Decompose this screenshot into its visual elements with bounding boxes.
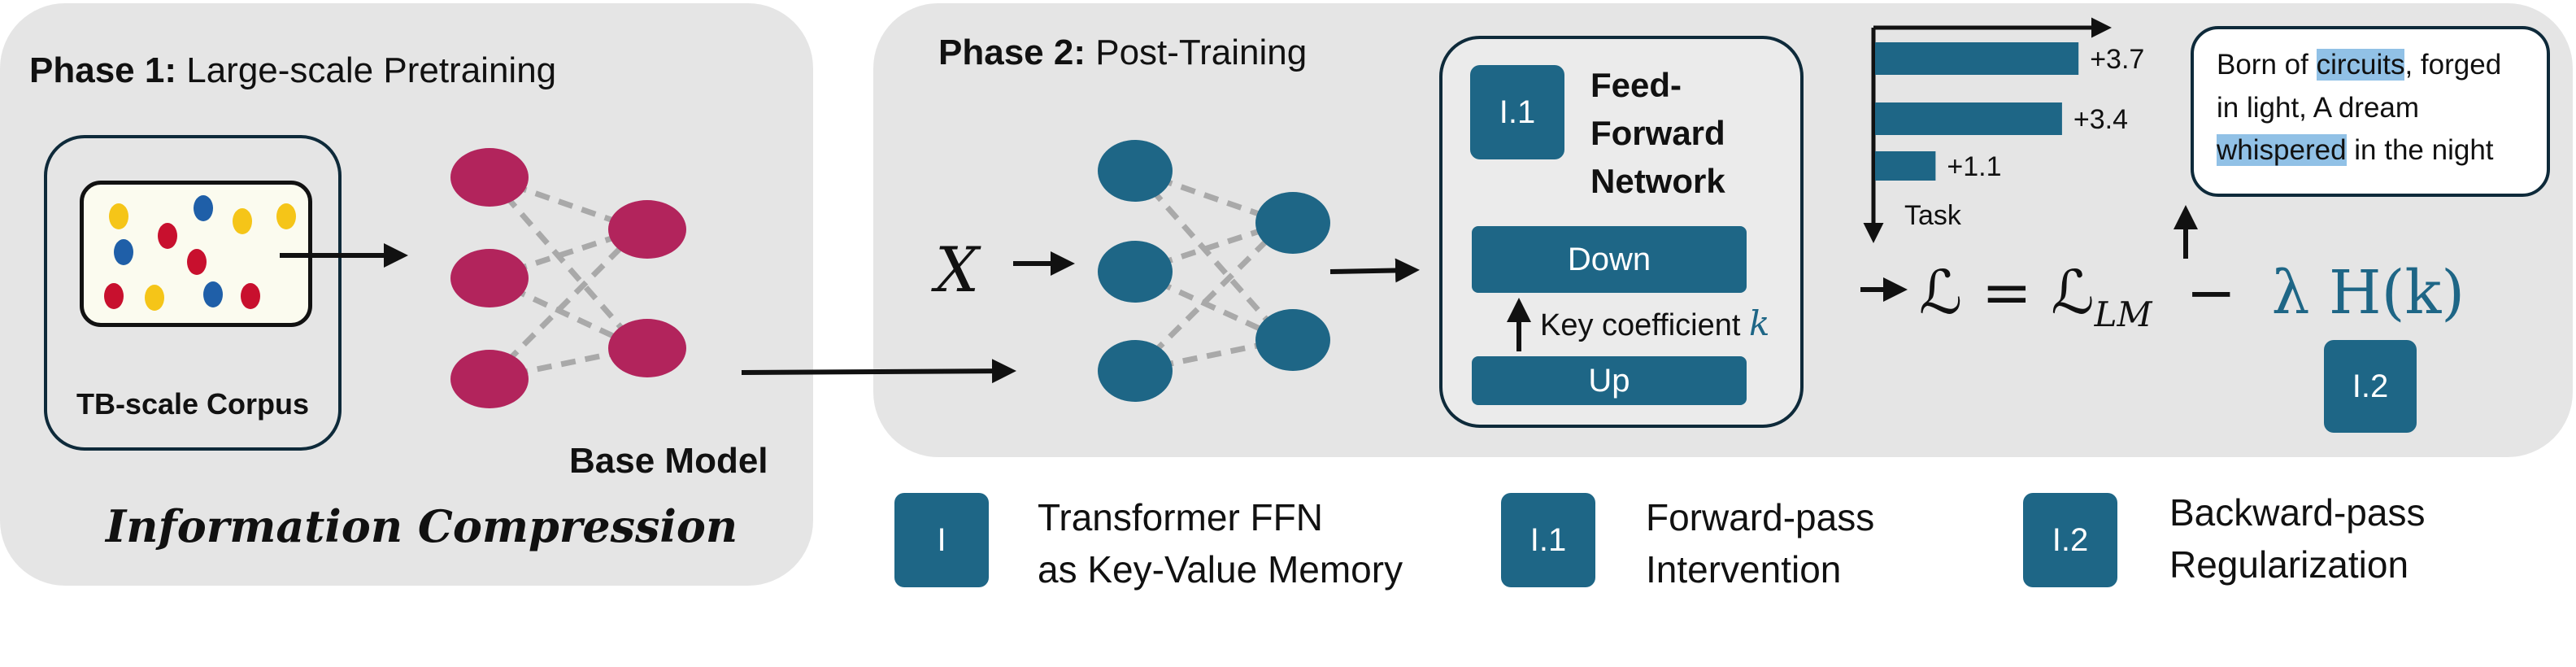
legend-text-i-line-2: as Key-Value Memory — [1038, 548, 1403, 591]
sample-text-1a: Born of — [2217, 49, 2317, 81]
legend-text-i1-line-1: Forward-pass — [1646, 496, 1875, 538]
corpus-outer-box — [44, 135, 342, 451]
legend-text-i2-line-1: Backward-pass — [2169, 491, 2426, 534]
base-model-label: Base Model — [569, 441, 768, 481]
phase2-title: Phase 2: Post-Training — [938, 33, 1307, 74]
ffn-badge-i1: I.1 — [1470, 65, 1564, 159]
sample-text-highlight-circuits: circuits — [2316, 49, 2405, 81]
input-x-symbol: X — [935, 233, 980, 306]
legend-text-i1: Forward-pass Intervention — [1646, 491, 1874, 596]
ffn-title-line-1: Feed- — [1590, 66, 1682, 104]
sample-text-line-3: whispered in the night — [2217, 129, 2547, 172]
loss-formula: ℒ = ℒLM − λ H(k) — [1919, 258, 2465, 334]
legend-text-i2-line-2: Regularization — [2169, 543, 2409, 586]
loss-regularizer: λ H(k) — [2271, 258, 2465, 328]
sample-text-1b: , forged — [2404, 49, 2502, 81]
phase2-title-bold: Phase 2: — [938, 33, 1086, 72]
sample-text-highlight-whispered: whispered — [2217, 134, 2347, 166]
loss-badge-i2: I.2 — [2324, 340, 2417, 433]
key-coefficient-symbol: k — [1749, 303, 1770, 343]
sample-text-line-1: Born of circuits, forged — [2217, 44, 2547, 87]
legend-text-i-line-1: Transformer FFN — [1038, 496, 1323, 538]
legend-badge-i2: I.2 — [2023, 493, 2117, 587]
key-coefficient-label: Key coefficient k — [1540, 303, 1770, 344]
loss-lhs: ℒ = ℒ — [1919, 258, 2095, 328]
ffn-title-line-3: Network — [1590, 161, 1725, 200]
ffn-title: Feed- Forward Network — [1590, 62, 1725, 205]
ffn-down-label: Down — [1567, 241, 1651, 277]
sample-text-box: Born of circuits, forged in light, A dre… — [2191, 26, 2550, 197]
ffn-down-block: Down — [1472, 226, 1747, 293]
legend-badge-i1: I.1 — [1501, 493, 1595, 587]
loss-lm-subscript: LM — [2094, 294, 2152, 334]
legend-badge-i: I — [894, 493, 989, 587]
task-axis-label: Task — [1904, 200, 1961, 231]
ffn-up-block: Up — [1472, 356, 1747, 405]
sample-text-3b: in the night — [2346, 134, 2494, 166]
loss-minus: − — [2186, 258, 2237, 328]
legend-text-i: Transformer FFN as Key-Value Memory — [1038, 491, 1403, 596]
legend-text-i2: Backward-pass Regularization — [2169, 486, 2425, 591]
ffn-up-label: Up — [1588, 362, 1630, 399]
phase2-title-rest: Post-Training — [1095, 33, 1308, 72]
key-coefficient-text: Key coefficient — [1540, 308, 1741, 342]
phase1-title-bold: Phase 1: — [29, 50, 176, 90]
corpus-label: TB-scale Corpus — [76, 387, 310, 421]
phase1-title: Phase 1: Large-scale Pretraining — [29, 50, 556, 92]
information-compression-caption: Information Compression — [106, 500, 738, 552]
sample-text-line-2: in light, A dream — [2217, 91, 2420, 124]
ffn-title-line-2: Forward — [1590, 113, 1725, 152]
phase1-title-rest: Large-scale Pretraining — [186, 50, 557, 90]
legend-text-i1-line-2: Intervention — [1646, 548, 1842, 591]
corpus-inner-box — [80, 181, 312, 327]
